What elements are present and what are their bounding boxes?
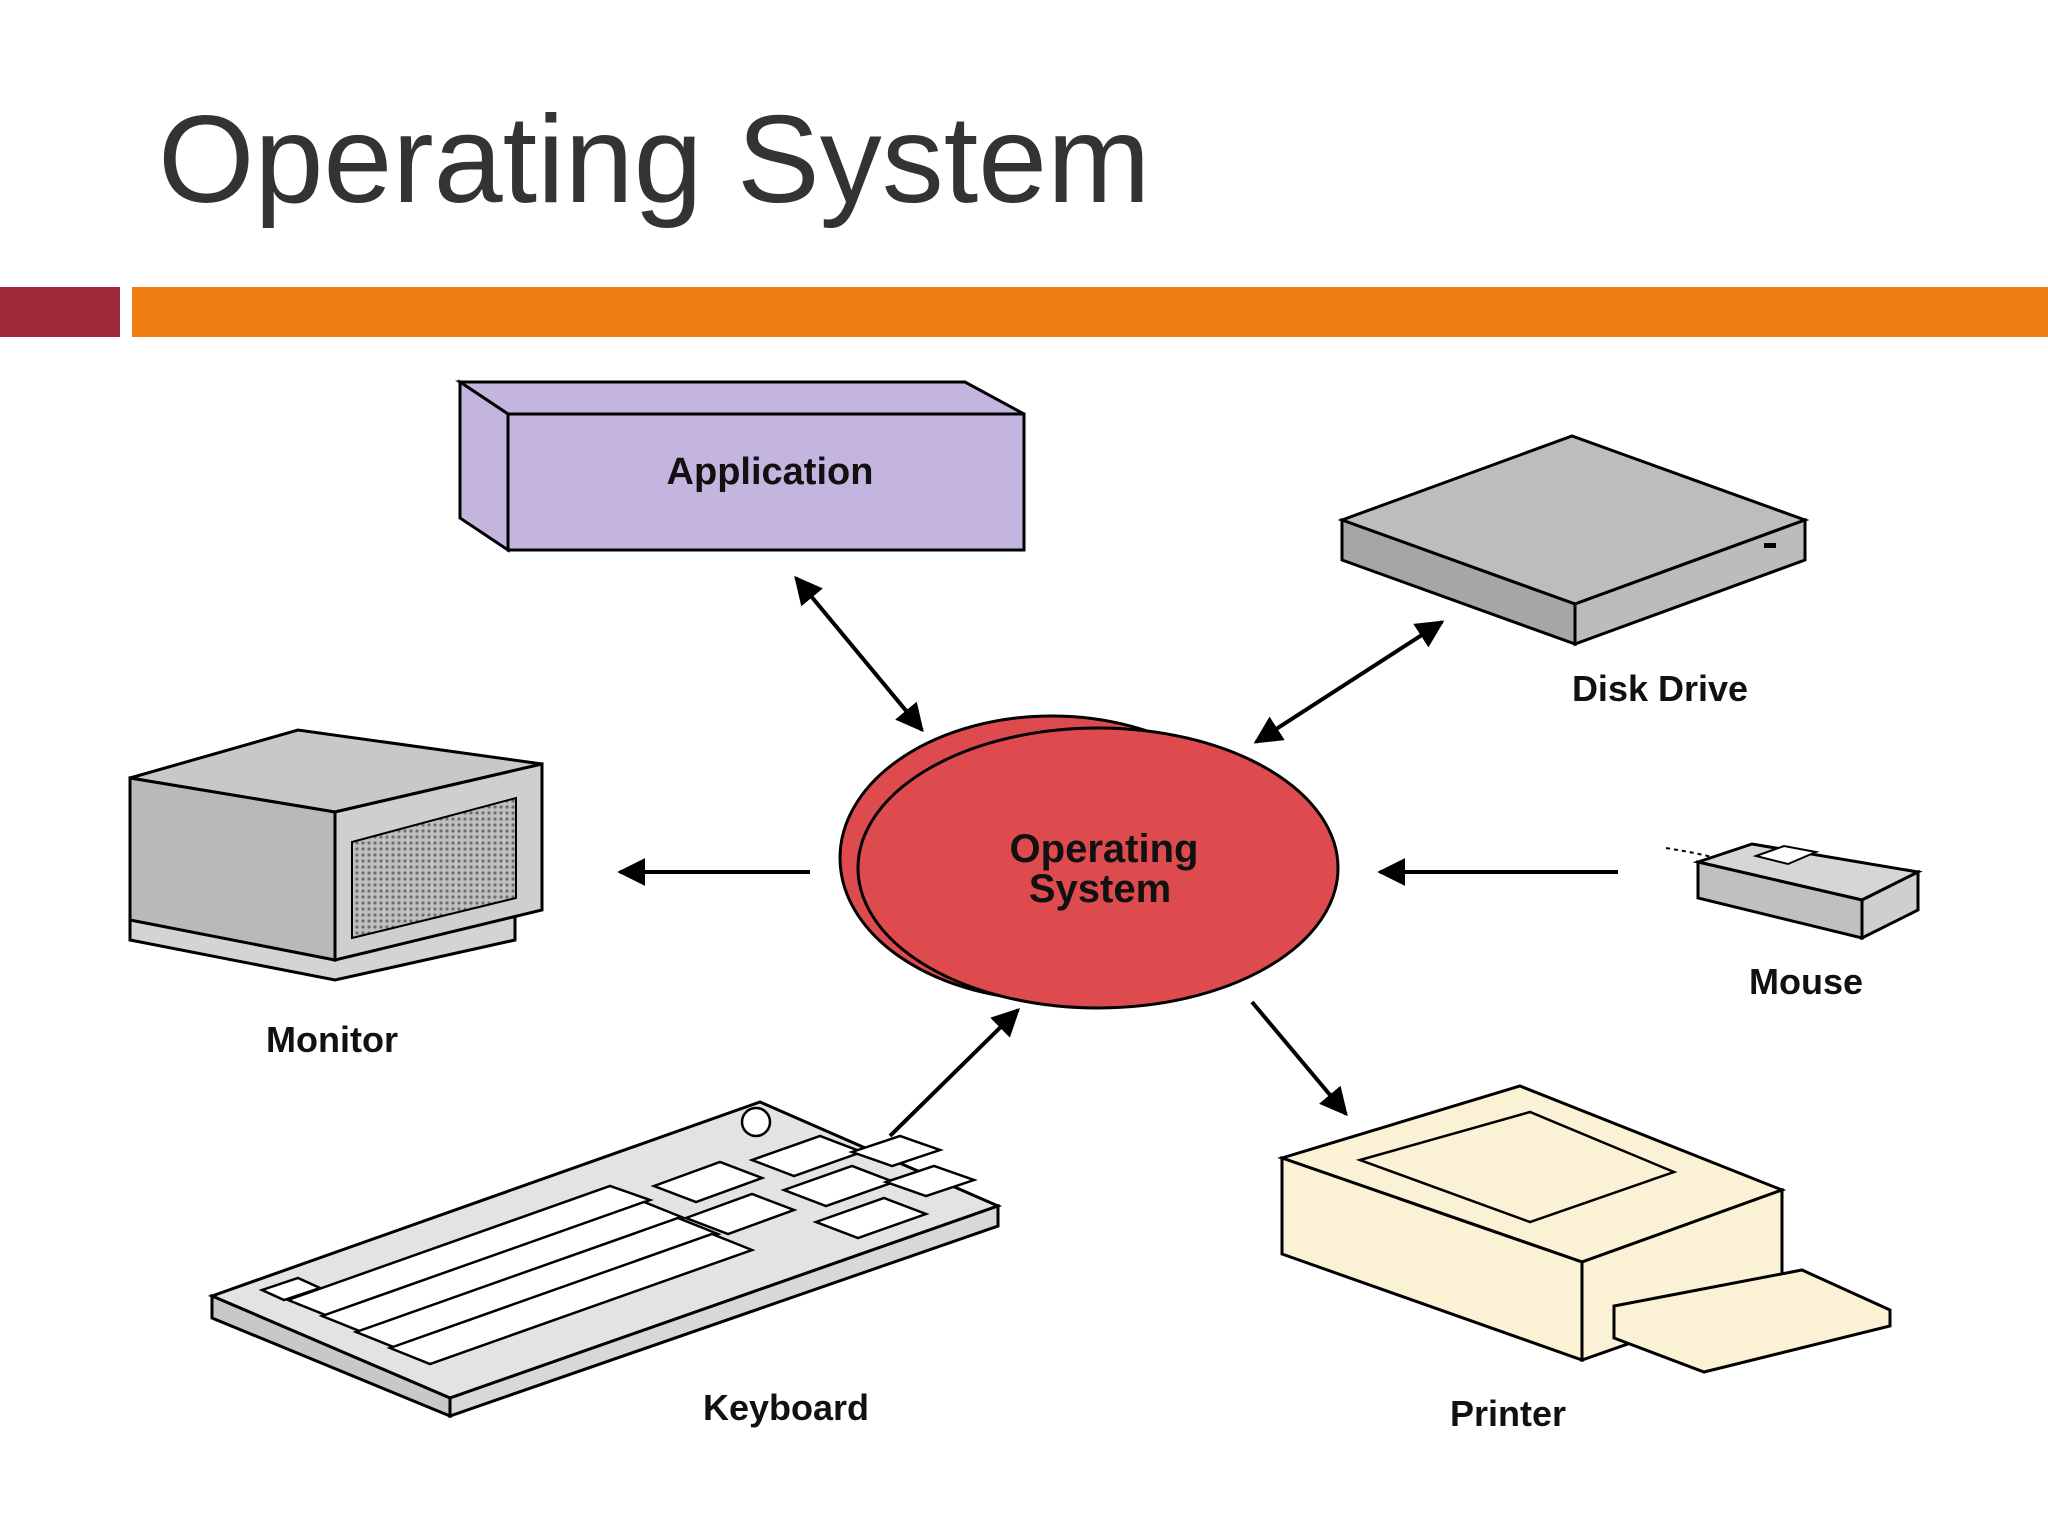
printer-node: Printer [1277, 1084, 1892, 1434]
connector-application [794, 575, 924, 733]
connectors [617, 575, 1618, 1138]
keyboard-side-face [448, 1203, 1000, 1419]
disk-drive-node: Disk Drive [1337, 434, 1810, 709]
connector-disk-drive [1253, 620, 1445, 744]
mouse-button [1752, 844, 1820, 866]
mouse-label: Mouse [1749, 961, 1863, 1002]
keyboard-label: Keyboard [703, 1387, 869, 1428]
os-diagram: Application Disk Drive Monitor Mouse [128, 379, 1923, 1434]
operating-system-node: Operating System [838, 714, 1340, 1010]
monitor-screen [351, 796, 517, 940]
disk-drive-right-face [1573, 517, 1807, 647]
mouse-cord [1665, 847, 1717, 859]
connector-printer [1250, 1000, 1348, 1117]
accent-bar-left [0, 287, 120, 337]
monitor-node: Monitor [128, 728, 544, 1060]
application-node: Application [455, 379, 1026, 553]
accent-bar-right [132, 287, 2048, 337]
os-front-disc [856, 726, 1340, 1010]
mouse-right-face [1860, 869, 1920, 941]
application-box-top [455, 380, 1025, 416]
mouse-node: Mouse [1665, 842, 1923, 1002]
printer-paper-tray [1612, 1268, 1892, 1374]
printer-tray-opening [1355, 1110, 1678, 1224]
disk-drive-label: Disk Drive [1572, 668, 1748, 709]
os-label-line2: System [1029, 867, 1171, 911]
printer-label: Printer [1450, 1393, 1566, 1434]
keyboard-node: Keyboard [207, 1100, 1003, 1428]
monitor-label: Monitor [266, 1019, 398, 1060]
disk-drive-led [1764, 543, 1776, 548]
application-label: Application [667, 451, 874, 493]
connector-keyboard [888, 1008, 1020, 1138]
keyboard-key-rows [258, 1134, 978, 1366]
keyboard-indicator [740, 1106, 772, 1138]
os-label-line1: Operating [1010, 827, 1199, 871]
slide-title: Operating System [158, 91, 1151, 229]
application-box-front [506, 412, 1026, 552]
